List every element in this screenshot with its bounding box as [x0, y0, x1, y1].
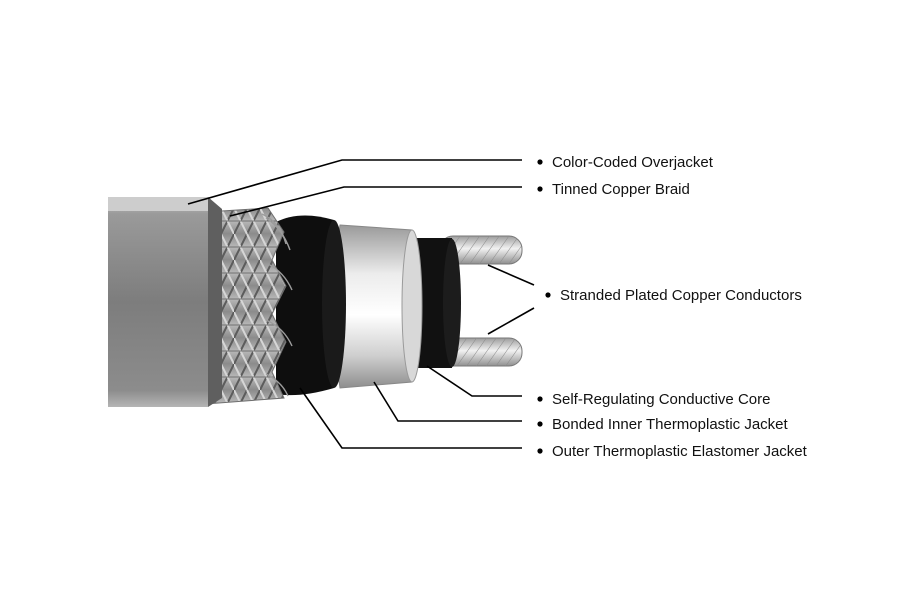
label-braid: Tinned Copper Braid [552, 181, 690, 198]
outer-elastomer-jacket [276, 215, 339, 396]
label-outer-jacket: Outer Thermoplastic Elastomer Jacket [552, 443, 808, 460]
leader-inner-jacket [373, 381, 522, 422]
bullet [537, 421, 543, 427]
label-overjacket: Color-Coded Overjacket [552, 154, 714, 171]
inner-jacket-end-face [401, 229, 423, 383]
leader-outer-jacket [299, 387, 522, 449]
bullet [537, 186, 543, 192]
leader-conductor-lower [487, 307, 535, 335]
conductor-lower-strands [440, 338, 522, 366]
overjacket-end-face [208, 197, 222, 407]
leader-conductor-upper [487, 264, 535, 286]
tinned-copper-braid [205, 207, 287, 405]
bullet [537, 448, 543, 454]
core-end-face [443, 239, 461, 367]
color-coded-overjacket [108, 197, 208, 407]
leader-overjacket [187, 159, 522, 205]
bullet [545, 292, 551, 298]
label-conductors: Stranded Plated Copper Conductors [560, 287, 802, 304]
outer-jacket-end-face [322, 220, 346, 388]
braid-fraying-strands [261, 213, 293, 397]
conductor-upper-strands [440, 236, 522, 264]
label-core: Self-Regulating Conductive Core [552, 391, 770, 408]
bullet [537, 159, 543, 165]
stranded-conductors [439, 235, 523, 367]
leader-core [426, 365, 522, 397]
bullet [537, 396, 543, 402]
leader-lines [187, 159, 535, 449]
label-inner-jacket: Bonded Inner Thermoplastic Jacket [552, 416, 789, 433]
leader-braid [229, 186, 522, 217]
callout-labels: Color-Coded Overjacket Tinned Copper Bra… [537, 154, 808, 460]
overjacket-top-bevel [108, 197, 220, 211]
